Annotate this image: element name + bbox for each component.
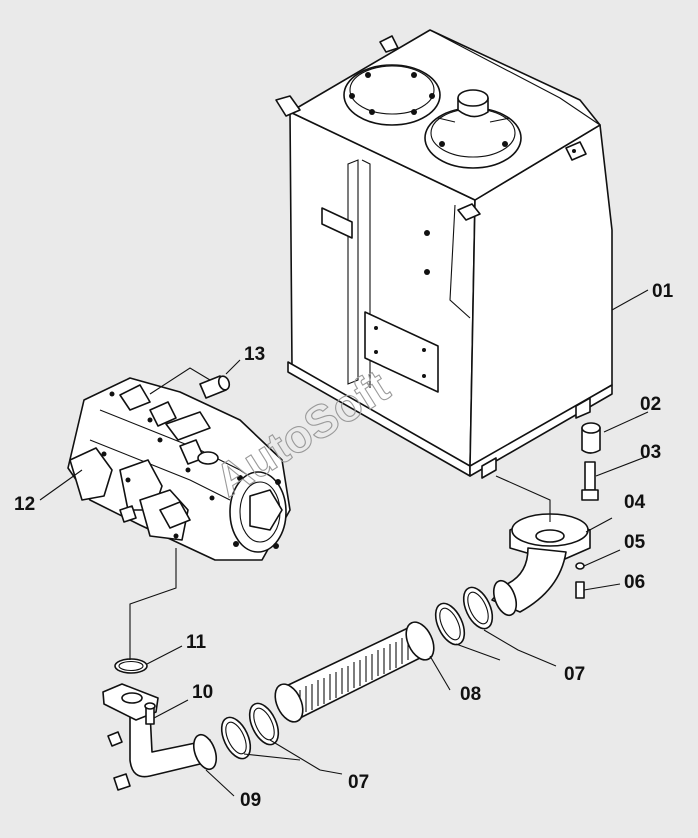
- callout-pipe-flange-bolt: 10: [192, 682, 213, 703]
- leader-lines: [39, 289, 649, 797]
- callout-hydraulic-tank: 01: [652, 281, 674, 302]
- hose-clamps-upper: [434, 586, 494, 646]
- flange-bolt: [575, 581, 585, 599]
- callout-outlet-flange-elbow: 04: [624, 492, 646, 513]
- callout-hose-clamps-lower: 07: [348, 772, 369, 793]
- spacer: [581, 422, 601, 454]
- hydraulic-tank: [275, 29, 613, 479]
- pump-bolt: [199, 375, 231, 399]
- callout-hose-clamps-upper: 07: [564, 664, 585, 685]
- hydraulic-pump: [67, 377, 291, 561]
- outlet-flange-elbow: [491, 513, 591, 617]
- pipe-flange-bolt: [144, 702, 156, 725]
- callout-flange-bolt: 06: [624, 572, 645, 593]
- callout-spacer: 02: [640, 394, 661, 415]
- tank-bolt: [581, 461, 599, 501]
- o-ring: [114, 658, 148, 674]
- suction-hose: [274, 621, 435, 723]
- callout-suction-pipe: 09: [240, 790, 261, 811]
- callout-washer: 05: [624, 532, 646, 553]
- callout-tank-bolt: 03: [640, 442, 661, 463]
- suction-pipe: [102, 683, 218, 791]
- hose-clamps-lower: [220, 702, 280, 760]
- callout-hydraulic-pump: 12: [14, 494, 35, 515]
- callout-suction-hose: 08: [460, 684, 481, 705]
- washer: [575, 562, 585, 570]
- callout-pump-bolt: 13: [244, 344, 265, 365]
- callout-o-ring: 11: [186, 632, 207, 653]
